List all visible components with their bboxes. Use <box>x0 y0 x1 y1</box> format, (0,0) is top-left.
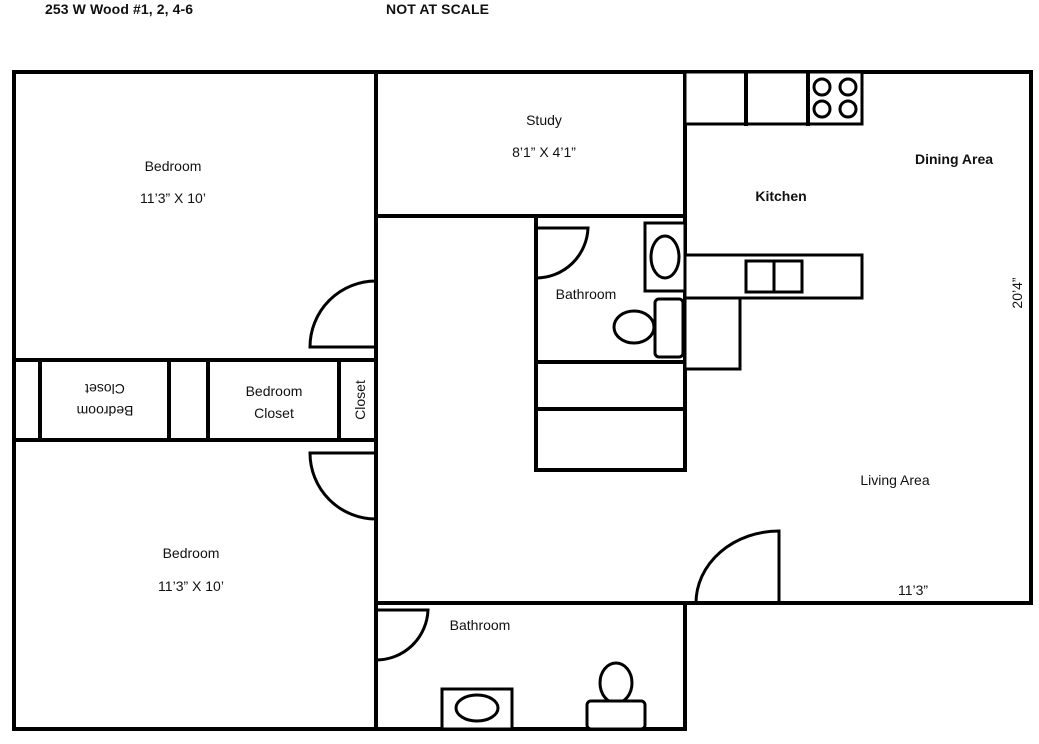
stove-icon <box>812 77 858 119</box>
dining-area-label: Dining Area <box>914 151 994 167</box>
bathroom-lower-label: Bathroom <box>449 617 511 633</box>
living-area-label: Living Area <box>860 472 930 488</box>
bedroom-wing <box>12 70 378 731</box>
closet-small-label: Closet <box>352 380 368 420</box>
closet-upside-down-label: Bedroom Closet <box>76 381 134 419</box>
kitchen-label: Kitchen <box>755 188 807 204</box>
bedroom-bottom-dimensions: 11’3” X 10’ <box>158 578 224 594</box>
bedroom-top-dimensions: 11’3” X 10’ <box>140 190 206 206</box>
door-bedroom-bottom <box>308 451 377 521</box>
kitchen-sink-icon <box>744 259 804 294</box>
study-label: Study <box>526 112 562 128</box>
study-dimensions: 8’1” X 4’1” <box>512 144 576 160</box>
toilet-bowl-icon <box>598 661 634 705</box>
door-bedroom-top <box>308 279 377 349</box>
toilet-tank-icon <box>653 297 685 359</box>
living-width-dimension: 11’3” <box>897 582 929 598</box>
lower-bathroom <box>374 601 687 731</box>
toilet-tank-icon <box>585 699 647 731</box>
overall-height-dimension: 20’4” <box>1009 277 1025 309</box>
inner-bathroom <box>534 214 687 472</box>
bedroom-bottom-label: Bedroom <box>162 545 220 561</box>
property-title: 253 W Wood #1, 2, 4-6 <box>45 1 194 17</box>
scale-note: NOT AT SCALE <box>386 1 490 17</box>
closet-center-label: Bedroom Closet <box>245 383 303 421</box>
kitchen-counters <box>683 70 864 371</box>
door-lower-bathroom <box>375 608 430 662</box>
toilet-bowl-icon <box>612 309 656 345</box>
bedroom-top-label: Bedroom <box>144 158 202 174</box>
door-inner-bathroom <box>535 226 590 280</box>
door-entry <box>694 529 781 604</box>
bathroom-inner-label: Bathroom <box>555 286 617 302</box>
